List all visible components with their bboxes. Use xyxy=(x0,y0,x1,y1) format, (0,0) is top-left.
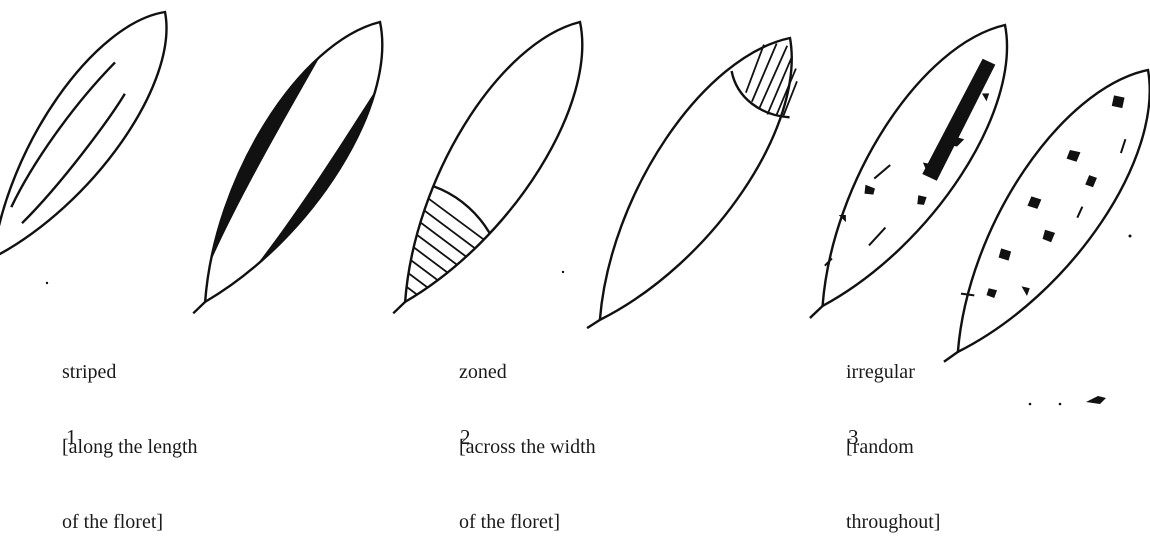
panel-2-number: 2 xyxy=(460,425,471,450)
panel-2-label-line-3: of the floret] xyxy=(459,510,596,535)
floret-irregular-left xyxy=(776,0,1043,344)
panel-3-label: irregular [random throughout] xyxy=(846,310,940,560)
panel-2-label: zoned [across the width of the floret] xyxy=(459,310,596,560)
panel-3-number: 3 xyxy=(848,425,859,450)
floret-striped-outline xyxy=(0,0,197,295)
panel-1-number: 1 xyxy=(66,425,77,450)
floret-irregular-right xyxy=(910,44,1150,391)
panel-1-label-line-2: [along the length xyxy=(62,435,198,460)
panel-3-label-line-2: [random xyxy=(846,435,940,460)
panel-3-label-line-3: throughout] xyxy=(846,510,940,535)
panel-1-label-line-3: of the floret] xyxy=(62,510,198,535)
floret-striped-dark-band xyxy=(147,0,429,346)
floret-zoned-tip xyxy=(553,12,828,357)
floret-zoned-base xyxy=(346,0,631,347)
panel-1-label-line-1: striped xyxy=(62,360,198,385)
panel-1-label: striped [along the length of the floret] xyxy=(62,310,198,560)
panel-3-label-line-1: irregular xyxy=(846,360,940,385)
panel-2-label-line-1: zoned xyxy=(459,360,596,385)
panel-2-label-line-2: [across the width xyxy=(459,435,596,460)
